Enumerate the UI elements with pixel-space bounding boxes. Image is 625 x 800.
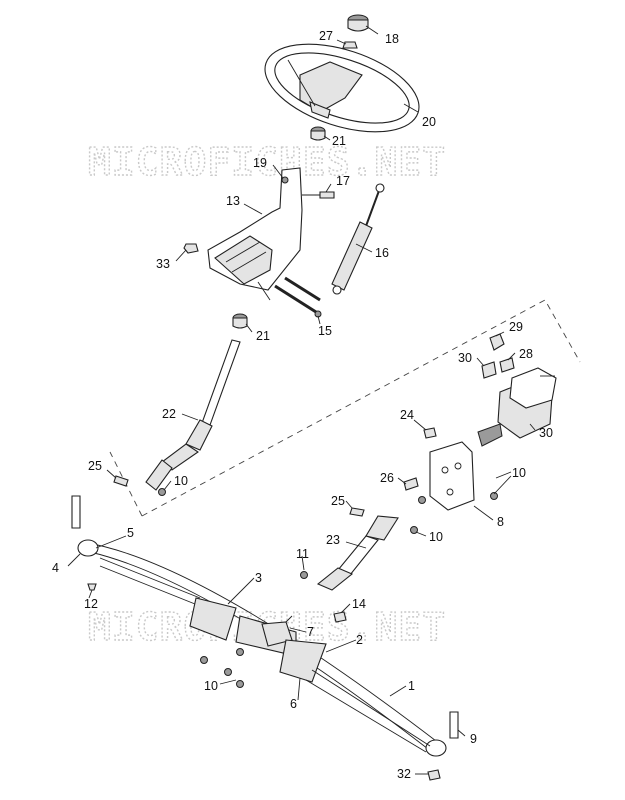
callout-14: 14 xyxy=(352,597,366,611)
callout-21-upper: 21 xyxy=(332,134,346,148)
nut-10-lower xyxy=(410,526,418,534)
callout-10-cluster: 10 xyxy=(204,679,218,693)
callout-31: 30 xyxy=(458,351,472,365)
bolt-5 xyxy=(71,495,81,529)
callout-3: 3 xyxy=(255,571,262,585)
nut-bracket xyxy=(418,496,426,504)
watermark-top: MICROFICHES.NET xyxy=(88,140,446,184)
callout-15: 15 xyxy=(318,324,332,338)
callout-27: 27 xyxy=(319,29,333,43)
callout-1: 1 xyxy=(408,679,415,693)
bolt-24 xyxy=(423,427,437,439)
long-bolts xyxy=(274,276,322,318)
intermediate-shaft-upper xyxy=(145,339,241,491)
intermediate-shaft-lower xyxy=(316,515,399,591)
callout-30: 30 xyxy=(539,426,553,440)
power-steering-unit xyxy=(477,367,557,447)
callout-16: 16 xyxy=(375,246,389,260)
callout-25-lower: 25 xyxy=(331,494,345,508)
callout-4: 4 xyxy=(52,561,59,575)
steering-rack xyxy=(77,539,447,757)
callout-29: 29 xyxy=(509,320,523,334)
bolt-19 xyxy=(281,176,289,184)
bolt-14 xyxy=(333,611,347,623)
gas-strut xyxy=(331,183,385,295)
column-bracket xyxy=(207,167,322,301)
callout-2: 2 xyxy=(356,633,363,647)
fitting-31 xyxy=(481,361,497,379)
nut-32 xyxy=(427,769,441,781)
callout-23: 23 xyxy=(326,533,340,547)
callout-18: 18 xyxy=(385,32,399,46)
fitting-28 xyxy=(499,357,515,373)
nut-11 xyxy=(300,571,308,579)
callout-10-right: 10 xyxy=(512,466,526,480)
callout-7: 7 xyxy=(307,625,314,639)
callout-9: 9 xyxy=(470,732,477,746)
nut-10-right xyxy=(490,492,498,500)
bolt-25-upper xyxy=(113,475,129,487)
fitting-29 xyxy=(489,333,505,351)
callout-22: 22 xyxy=(162,407,176,421)
callout-20: 20 xyxy=(422,115,436,129)
callout-5: 5 xyxy=(127,526,134,540)
callout-labels: 18 27 20 21 19 17 13 33 16 15 21 22 25 1… xyxy=(52,29,553,781)
callout-13: 13 xyxy=(226,194,240,208)
callout-32: 32 xyxy=(397,767,411,781)
bolt-9 xyxy=(449,711,459,739)
callout-33: 33 xyxy=(156,257,170,271)
callout-10-left: 10 xyxy=(174,474,188,488)
bushing-upper xyxy=(310,126,326,141)
callout-19: 19 xyxy=(253,156,267,170)
bolt-25-lower xyxy=(349,507,365,517)
callout-25-upper: 25 xyxy=(88,459,102,473)
nut-cluster-10 xyxy=(200,648,244,688)
pin-12 xyxy=(87,583,97,591)
wheel-nut xyxy=(342,41,358,49)
callout-10-lower: 10 xyxy=(429,530,443,544)
callout-11: 11 xyxy=(296,547,309,561)
nut-33 xyxy=(183,243,199,254)
leader-lines xyxy=(67,25,536,775)
bolt-17 xyxy=(319,191,335,199)
callout-26: 26 xyxy=(380,471,394,485)
callout-28: 28 xyxy=(519,347,533,361)
bushing-lower xyxy=(232,313,248,329)
wheel-cap xyxy=(347,14,369,32)
nut-10-left xyxy=(158,488,166,496)
callout-12: 12 xyxy=(84,597,98,611)
callout-6: 6 xyxy=(290,697,297,711)
callout-8: 8 xyxy=(497,515,504,529)
bolt-26 xyxy=(403,477,419,491)
mounting-bracket xyxy=(429,441,475,511)
steering-wheel xyxy=(264,43,420,133)
callout-24: 24 xyxy=(400,408,414,422)
callout-17: 17 xyxy=(336,174,350,188)
callout-21-lower: 21 xyxy=(256,329,270,343)
